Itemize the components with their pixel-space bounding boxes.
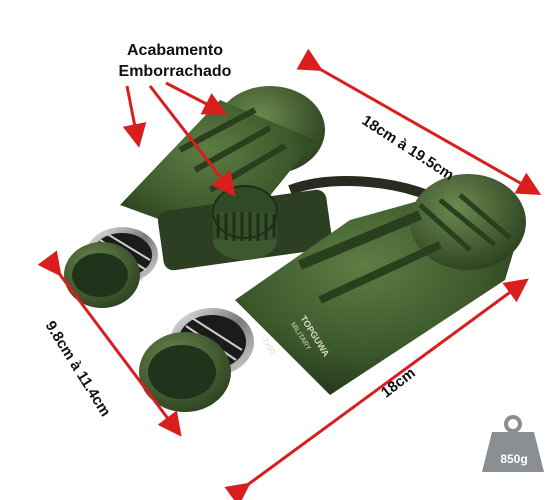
dimension-arrow-width — [224, 278, 529, 500]
weight-label: 850g — [500, 452, 528, 466]
callout-line1: Acabamento — [126, 42, 224, 59]
center-bridge — [157, 185, 333, 271]
dimension-arrow-length — [296, 48, 542, 195]
eyepiece-left — [64, 227, 158, 308]
weight-icon — [482, 415, 544, 472]
callout-line2: Emborrachado — [118, 63, 232, 80]
eyepiece-right — [139, 308, 254, 412]
dimension-arrow-height — [37, 250, 182, 437]
callout-arrows — [122, 81, 236, 197]
focus-wheel — [212, 185, 278, 260]
rubber-finish-callout: Acabamento Emborrachado — [100, 40, 250, 82]
